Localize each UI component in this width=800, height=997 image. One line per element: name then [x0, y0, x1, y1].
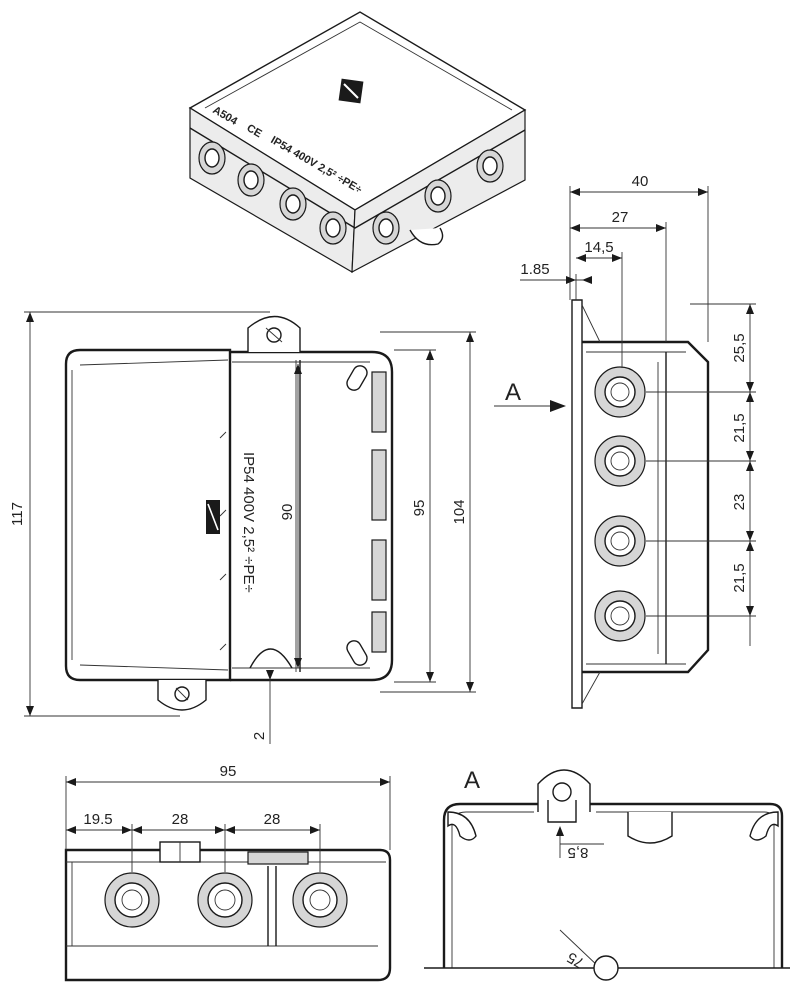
front-top-strip: [247, 851, 309, 865]
svg-text:40: 40: [632, 173, 649, 190]
top-lid-label: IP54 400V 2,5² ÷PE÷: [240, 452, 257, 593]
svg-text:27: 27: [612, 209, 629, 226]
svg-text:95: 95: [220, 763, 237, 780]
dim-side-width: 40: [569, 173, 709, 342]
detail-u-pocket: [627, 812, 673, 844]
front-body-outline: [64, 848, 392, 982]
dim-detail-75: 75: [564, 948, 587, 971]
detail-outline: [442, 802, 784, 968]
svg-text:2: 2: [251, 732, 268, 740]
svg-text:19.5: 19.5: [83, 811, 112, 828]
dim-gap: 2: [251, 670, 274, 744]
svg-text:1.85: 1.85: [520, 261, 549, 278]
isometric-view: A504 CE IP54 400V 2,5² ÷PE÷: [188, 11, 527, 274]
top-upper-lug: [247, 315, 301, 352]
svg-text:104: 104: [451, 499, 468, 524]
detail-title: A: [464, 767, 480, 794]
svg-text:25,5: 25,5: [731, 333, 748, 362]
top-terminal-ribs: [371, 371, 387, 653]
dim-inner-height: 104: [380, 331, 476, 693]
dim-front-pitches: 19.5 28 28: [66, 811, 321, 872]
svg-text:28: 28: [264, 811, 281, 828]
svg-text:90: 90: [279, 504, 296, 521]
dim-overall-height: 117: [9, 311, 270, 717]
svg-text:21,5: 21,5: [731, 413, 748, 442]
dim-body-height: 95: [394, 349, 436, 683]
dim-side-14-5: 14,5: [576, 239, 623, 368]
dim-front-width: 95: [65, 763, 391, 850]
front-inner-post: [267, 866, 277, 946]
top-lower-lug: [157, 680, 207, 711]
view-arrow-label: A: [505, 379, 521, 406]
top-base-outline: [230, 350, 394, 682]
detail-view-a: A 8,5 75: [424, 767, 790, 981]
top-logo: [206, 500, 220, 534]
side-glands: [594, 366, 646, 642]
svg-text:21,5: 21,5: [731, 563, 748, 592]
iso-logo: [338, 78, 364, 104]
front-glands: [104, 872, 348, 928]
dim-side-27: 27: [570, 209, 667, 342]
iso-mounting-lug: [409, 227, 444, 246]
svg-text:117: 117: [9, 502, 26, 526]
svg-text:8,5: 8,5: [568, 844, 589, 861]
iso-glands-left: [198, 141, 347, 245]
side-view: 40 27 14,5 1.85 25,5 21,5 23: [520, 173, 756, 709]
top-inner-arch: [249, 648, 293, 669]
top-view: IP54 400V 2,5² ÷PE÷ 117 104 95: [9, 311, 566, 744]
front-view: 95 19.5 28 28: [64, 763, 392, 982]
iso-glands-right: [372, 149, 504, 245]
svg-text:28: 28: [172, 811, 189, 828]
detail-center-lug: [537, 769, 591, 823]
top-lid-outline: [64, 348, 232, 682]
dim-side-vertical: 25,5 21,5 23 21,5: [646, 303, 756, 646]
view-arrow-a: A: [494, 379, 566, 412]
dim-cavity-height: 90: [279, 364, 302, 668]
dim-side-1-85: 1.85: [520, 261, 592, 300]
dim-detail-8-5: 8,5: [556, 826, 604, 861]
svg-text:95: 95: [411, 500, 428, 517]
svg-text:14,5: 14,5: [584, 239, 613, 256]
svg-text:23: 23: [731, 494, 748, 511]
